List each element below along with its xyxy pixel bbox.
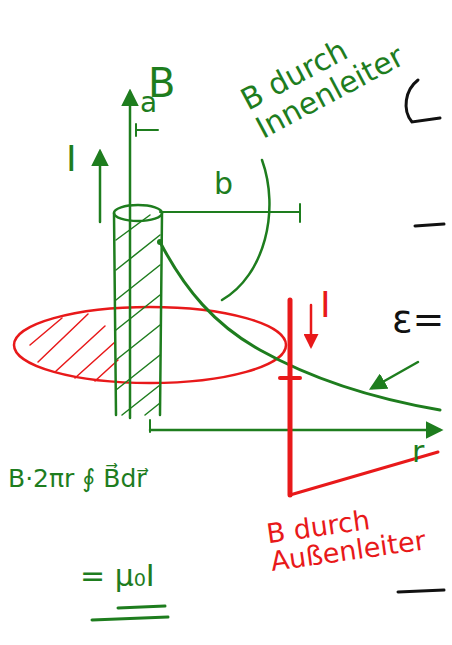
axis-tick	[149, 420, 151, 432]
radius-label: a	[140, 88, 157, 117]
outer-ellipse	[14, 307, 286, 383]
pointer-arrow	[372, 362, 418, 388]
formula-text: = μ₀I	[80, 560, 155, 592]
current-label: I	[320, 286, 331, 324]
r-axis	[150, 429, 440, 432]
field-label: B durch Außenleiter	[265, 496, 446, 576]
cropped-formula: ε=	[392, 300, 444, 340]
outer-conductor	[288, 300, 293, 495]
inner-conductor	[114, 205, 162, 415]
formula-text: B·2πr ∮ B⃗dr⃗	[8, 466, 147, 492]
ellipse-hatch	[30, 314, 118, 381]
radius-b-marker	[160, 204, 300, 222]
current-label: I	[66, 140, 77, 178]
field-label: B durch Innenleiter	[236, 3, 425, 143]
curve-dot	[157, 239, 163, 245]
b-axis	[129, 92, 132, 418]
radius-a-marker	[136, 124, 158, 136]
conductor-mark	[280, 376, 300, 380]
conductor-hatch	[116, 215, 160, 415]
current-arrow-down	[310, 305, 313, 346]
radius-label: b	[214, 168, 233, 200]
current-arrow-up	[99, 152, 102, 222]
double-underline	[92, 606, 168, 620]
axis-label: r	[412, 436, 424, 468]
